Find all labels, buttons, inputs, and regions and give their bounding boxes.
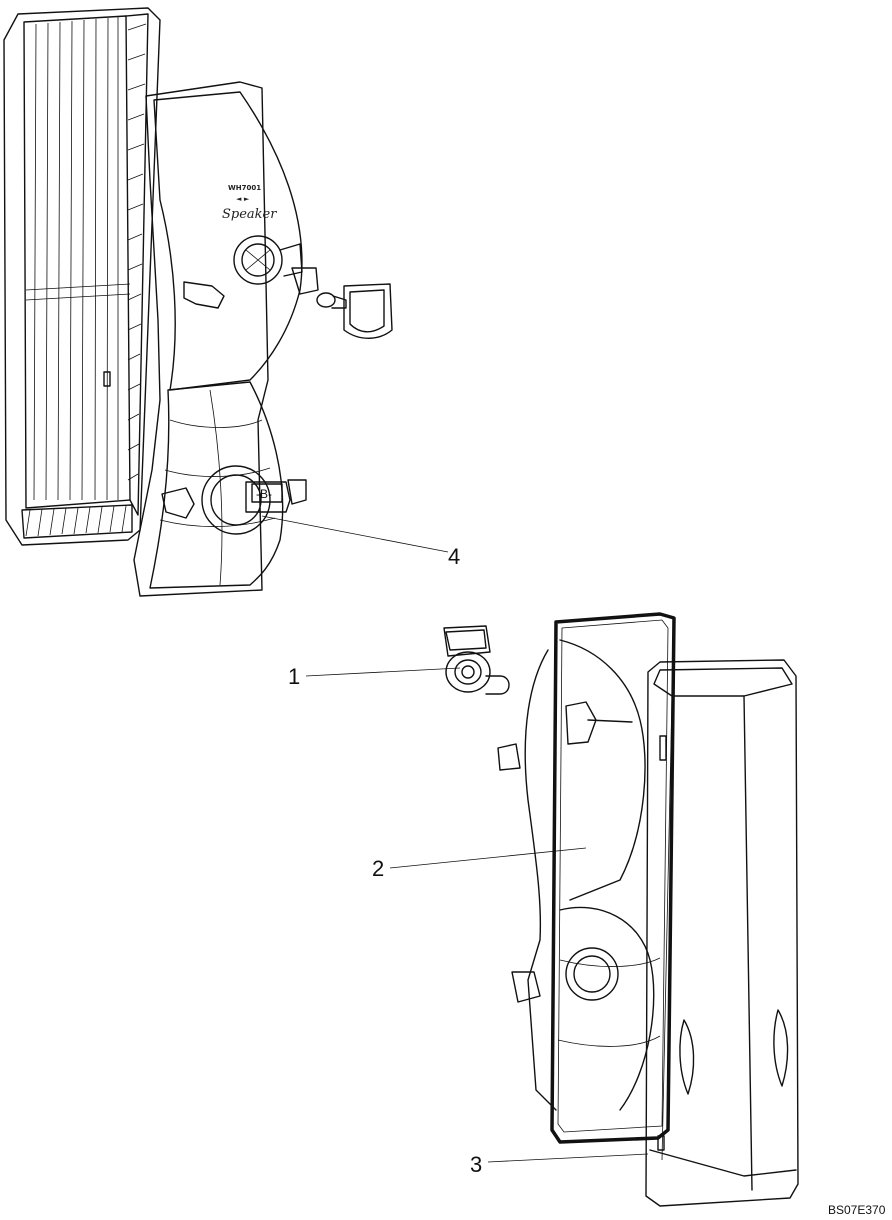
upper-bulb-socket <box>233 235 303 285</box>
upper-lamp-assembly: WH7001 ◄ ► Speaker -B- <box>3 7 393 597</box>
callout-leader-4 <box>261 515 449 553</box>
lens-ribs <box>25 17 131 501</box>
callout-label-1: 1 <box>288 664 300 689</box>
housing-brand-text: Speaker <box>222 207 277 222</box>
callout-label-4: 4 <box>448 544 460 569</box>
lower-bulb-socket: -B- <box>201 465 291 535</box>
upper-loose-bulb-socket <box>316 283 393 339</box>
gasket-frame <box>550 612 676 1144</box>
upper-clip-left <box>183 281 225 309</box>
lens-edge-hatching <box>127 23 147 481</box>
callout-leader-3 <box>487 1153 649 1163</box>
socket-marking-text: -B- <box>256 487 272 501</box>
upper-lens-housing <box>3 7 161 546</box>
reflector-housing <box>497 639 661 1111</box>
loose-bulb <box>443 625 510 695</box>
callout-label-2: 2 <box>372 856 384 881</box>
housing-code-text: WH7001 <box>228 184 261 192</box>
housing-marking: WH7001 ◄ ► Speaker <box>222 184 277 222</box>
callout-label-3: 3 <box>470 1152 482 1177</box>
front-lens <box>645 659 799 1207</box>
lower-lamp-assembly <box>443 612 799 1207</box>
drawing-code: BS07E370 <box>828 1203 886 1217</box>
lower-clip-right <box>287 479 307 505</box>
callout-leader-2 <box>389 847 587 869</box>
housing-arrow-text: ◄ ► <box>236 195 250 203</box>
upper-clip-right <box>291 267 319 295</box>
lower-clip-left <box>161 487 195 519</box>
callout-leader-1 <box>305 667 461 677</box>
